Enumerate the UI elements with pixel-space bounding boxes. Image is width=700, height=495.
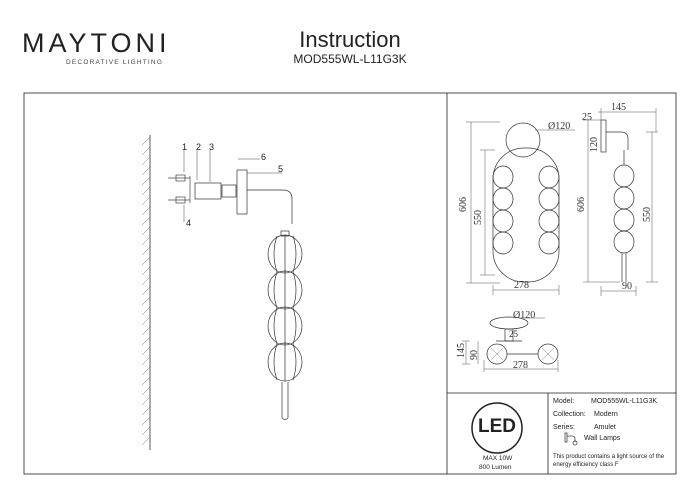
- front-view: [466, 121, 575, 295]
- dim-side-height-inner: 550: [642, 207, 653, 222]
- collection-value: Modern: [594, 411, 618, 418]
- side-view: [583, 108, 658, 296]
- callout-3: 3: [209, 142, 215, 152]
- series-value: Amulet: [594, 424, 616, 431]
- callout-2: 2: [196, 142, 202, 152]
- led-badge-shape: [471, 402, 523, 454]
- mounting-screws: [168, 174, 191, 204]
- dim-top-circle: Ø120: [513, 310, 536, 321]
- led-badge: LED: [478, 416, 516, 437]
- dim-side-offset: 25: [582, 112, 592, 123]
- brand-tagline: DECORATIVE LIGHTING: [66, 59, 164, 66]
- callout-5: 5: [278, 164, 284, 174]
- dim-top-depth: 145: [456, 343, 467, 358]
- top-dimension-lines: [462, 317, 559, 372]
- dim-top-width: 278: [513, 360, 528, 371]
- dim-side-height-total: 606: [576, 197, 587, 212]
- brand-logo: MAYTONI DECORATIVE LIGHTING: [22, 28, 182, 67]
- dim-front-width: 278: [514, 280, 529, 291]
- side-dimension-lines: [583, 108, 658, 296]
- side-wall-plate: [600, 119, 607, 153]
- callout-1: 1: [182, 142, 188, 152]
- side-beads: [613, 164, 635, 254]
- front-canopy-circle: [505, 122, 541, 158]
- lamp-beads: [267, 230, 303, 420]
- front-loop-frame: [492, 147, 560, 283]
- dim-top-offset: 25: [509, 329, 518, 339]
- dim-front-height-inner: 550: [473, 210, 484, 225]
- series-label: Series:: [553, 424, 575, 431]
- dim-side-width: 90: [622, 281, 632, 292]
- lamp-arm: [247, 189, 293, 224]
- callout-6: 6: [261, 152, 267, 162]
- page-title: Instruction: [299, 27, 401, 52]
- front-dimension-lines: [466, 121, 575, 295]
- spec-power: MAX 10W: [483, 455, 513, 462]
- model-value: MOD555WL-L11G3K: [591, 398, 658, 405]
- callout-leaders: [183, 150, 282, 222]
- canopy-clip: [221, 184, 237, 198]
- dim-top-inner: 90: [469, 350, 480, 360]
- type-value: Wall Lamps: [584, 435, 621, 442]
- model-label: Model:: [553, 398, 575, 405]
- front-beads-right: [538, 165, 560, 255]
- collection-label: Collection:: [553, 411, 586, 418]
- wall-canopy: [236, 169, 248, 215]
- side-arm: [606, 131, 629, 150]
- model-code: MOD555WL-L11G3K: [293, 52, 407, 66]
- front-beads-left: [492, 165, 514, 255]
- dim-side-bracket: 120: [589, 137, 600, 152]
- top-view: [462, 316, 559, 372]
- brand-name: MAYTONI: [22, 28, 171, 58]
- dim-front-circle: Ø120: [548, 121, 571, 132]
- wall-hatch: [141, 135, 151, 450]
- wall-lamp-icon: [564, 432, 578, 446]
- energy-note-line2: energy efficiency class F: [553, 462, 619, 468]
- installation-diagram: [141, 135, 303, 450]
- mounting-bracket: [194, 182, 222, 200]
- outer-frame: [23, 92, 677, 475]
- callout-4: 4: [186, 218, 192, 228]
- spec-lumen: 800 Lumen: [479, 464, 512, 471]
- dim-front-height-total: 606: [458, 197, 469, 212]
- energy-note-line1: This product contains a light source of …: [553, 454, 665, 460]
- dim-side-depth: 145: [611, 102, 626, 113]
